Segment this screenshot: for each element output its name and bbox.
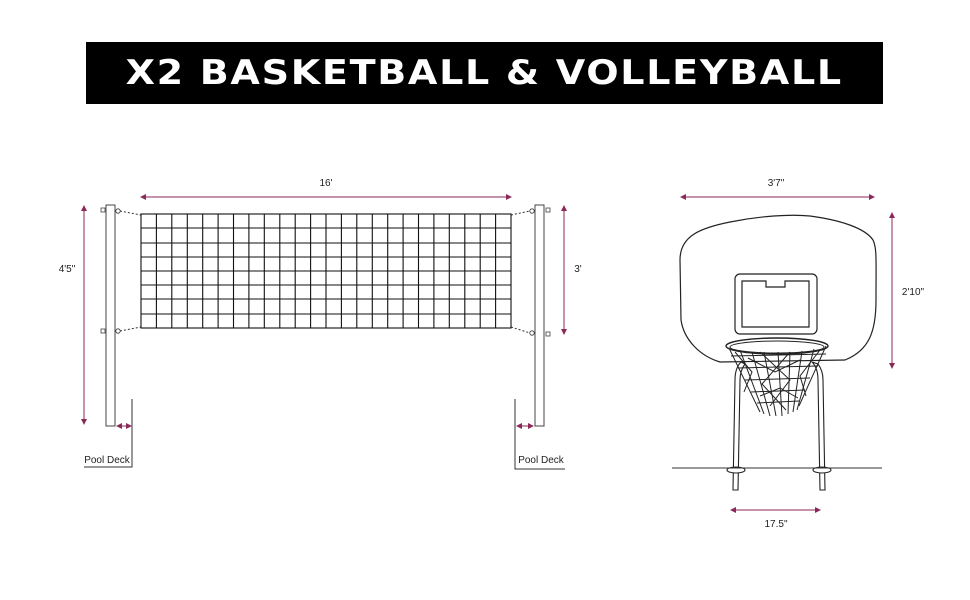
basketball-net [728, 345, 827, 417]
right-post [510, 204, 551, 427]
net-height-dimension: 3' [561, 205, 582, 335]
net-width-dimension: 16' [140, 178, 512, 200]
backboard-width-dimension: 3'7" [680, 178, 875, 200]
basketball-hoop [725, 337, 829, 417]
volleyball-net [140, 213, 512, 329]
support-legs [726, 361, 832, 491]
post-height-dimension: 4'5" [59, 205, 87, 425]
leg-spacing-dimension: 17.5" [730, 507, 821, 530]
net-height-label: 3' [574, 264, 582, 275]
backboard [679, 214, 877, 363]
net-width-label: 16' [319, 178, 332, 189]
page-title: X2 BASKETBALL & VOLLEYBALL [125, 53, 844, 93]
volleyball-set: 16' 4'5" 3' [59, 178, 582, 470]
basketball-set: 3'7" 2'10" [672, 178, 925, 530]
left-post [100, 204, 142, 427]
right-pool-deck: Pool Deck [514, 399, 565, 470]
backboard-height-label: 2'10" [902, 287, 925, 298]
right-pool-deck-label: Pool Deck [518, 455, 565, 466]
left-pool-deck: Pool Deck [84, 399, 133, 468]
post-height-label: 4'5" [59, 264, 76, 275]
backboard-height-dimension: 2'10" [889, 212, 925, 369]
leg-spacing-label: 17.5" [764, 519, 787, 530]
backboard-width-label: 3'7" [768, 178, 785, 189]
left-pool-deck-label: Pool Deck [84, 455, 131, 466]
title-banner: X2 BASKETBALL & VOLLEYBALL [86, 42, 883, 104]
